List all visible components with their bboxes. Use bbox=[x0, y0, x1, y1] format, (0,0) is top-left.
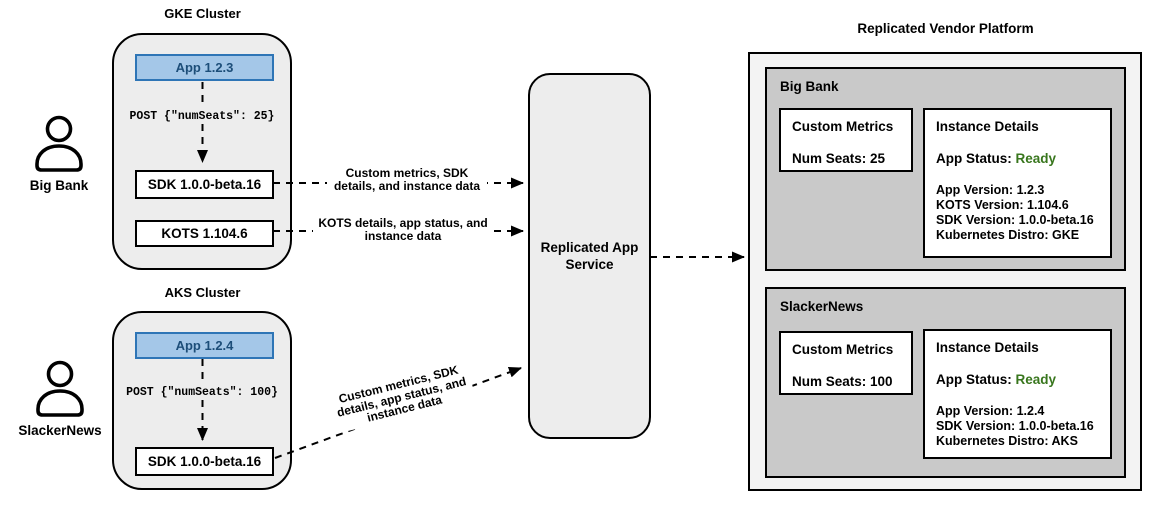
app-status-line: App Status: Ready bbox=[936, 372, 1099, 387]
custom-metrics-panel: Custom Metrics Num Seats: 25 bbox=[779, 108, 913, 172]
customer-name: Big Bank bbox=[780, 79, 839, 94]
aks-sdk-box: SDK 1.0.0-beta.16 bbox=[135, 447, 274, 476]
gke-cluster: App 1.2.3 POST {"numSeats": 25} SDK 1.0.… bbox=[112, 33, 292, 270]
num-seats-value: Num Seats: 25 bbox=[792, 151, 886, 166]
custom-metrics-title: Custom Metrics bbox=[792, 342, 894, 357]
slackernews-user: SlackerNews bbox=[8, 358, 112, 438]
slackernews-user-label: SlackerNews bbox=[18, 423, 102, 438]
num-seats-value: Num Seats: 100 bbox=[792, 374, 893, 389]
detail-line: SDK Version: 1.0.0-beta.16 bbox=[936, 213, 1094, 227]
detail-line: SDK Version: 1.0.0-beta.16 bbox=[936, 419, 1094, 433]
vendor-platform-title: Replicated Vendor Platform bbox=[857, 21, 1034, 36]
sdk-to-service-label: Custom metrics, SDK details, and instanc… bbox=[327, 166, 487, 193]
detail-line: Kubernetes Distro: GKE bbox=[936, 228, 1080, 242]
app-status-line: App Status: Ready bbox=[936, 151, 1099, 166]
gke-sdk-box: SDK 1.0.0-beta.16 bbox=[135, 170, 274, 199]
custom-metrics-panel: Custom Metrics Num Seats: 100 bbox=[779, 331, 913, 395]
app-status-label: App Status: bbox=[936, 151, 1012, 166]
app-status-label: App Status: bbox=[936, 372, 1012, 387]
app-status-value: Ready bbox=[1015, 372, 1057, 387]
instance-detail-lines: App Version: 1.2.4 SDK Version: 1.0.0-be… bbox=[936, 404, 1099, 449]
instance-details-title: Instance Details bbox=[936, 119, 1039, 134]
user-icon bbox=[36, 360, 84, 417]
big-bank-user: Big Bank bbox=[18, 113, 100, 193]
aks-cluster: App 1.2.4 POST {"numSeats": 100} SDK 1.0… bbox=[112, 311, 292, 490]
customer-panel-big-bank: Big Bank Custom Metrics Num Seats: 25 In… bbox=[765, 67, 1126, 271]
detail-line: App Version: 1.2.4 bbox=[936, 404, 1045, 418]
kots-to-service-label: KOTS details, app status, and instance d… bbox=[313, 216, 493, 243]
customer-name: SlackerNews bbox=[780, 299, 864, 314]
detail-line: App Version: 1.2.3 bbox=[936, 183, 1045, 197]
instance-details-panel: Instance Details App Status: Ready App V… bbox=[923, 108, 1112, 258]
big-bank-user-label: Big Bank bbox=[29, 178, 89, 193]
instance-details-panel: Instance Details App Status: Ready App V… bbox=[923, 329, 1112, 459]
aks-sdk-to-service-label: Custom metrics, SDK details, app status,… bbox=[327, 360, 476, 434]
gke-cluster-title: GKE Cluster bbox=[164, 6, 241, 21]
aks-post-request: POST {"numSeats": 100} bbox=[126, 386, 278, 399]
app-status-value: Ready bbox=[1015, 151, 1057, 166]
instance-detail-lines: App Version: 1.2.3 KOTS Version: 1.104.6… bbox=[936, 183, 1099, 243]
aks-cluster-title: AKS Cluster bbox=[164, 285, 241, 300]
aks-app-box: App 1.2.4 bbox=[135, 332, 274, 359]
gke-post-request: POST {"numSeats": 25} bbox=[129, 110, 275, 123]
vendor-platform-box: Big Bank Custom Metrics Num Seats: 25 In… bbox=[748, 52, 1142, 491]
instance-details-title: Instance Details bbox=[936, 340, 1039, 355]
gke-kots-box: KOTS 1.104.6 bbox=[135, 220, 274, 247]
user-icon bbox=[35, 115, 83, 172]
customer-panel-slackernews: SlackerNews Custom Metrics Num Seats: 10… bbox=[765, 287, 1126, 478]
detail-line: Kubernetes Distro: AKS bbox=[936, 434, 1078, 448]
gke-app-box: App 1.2.3 bbox=[135, 54, 274, 81]
replicated-app-service-box: Replicated App Service bbox=[528, 73, 651, 439]
custom-metrics-title: Custom Metrics bbox=[792, 119, 894, 134]
detail-line: KOTS Version: 1.104.6 bbox=[936, 198, 1069, 212]
